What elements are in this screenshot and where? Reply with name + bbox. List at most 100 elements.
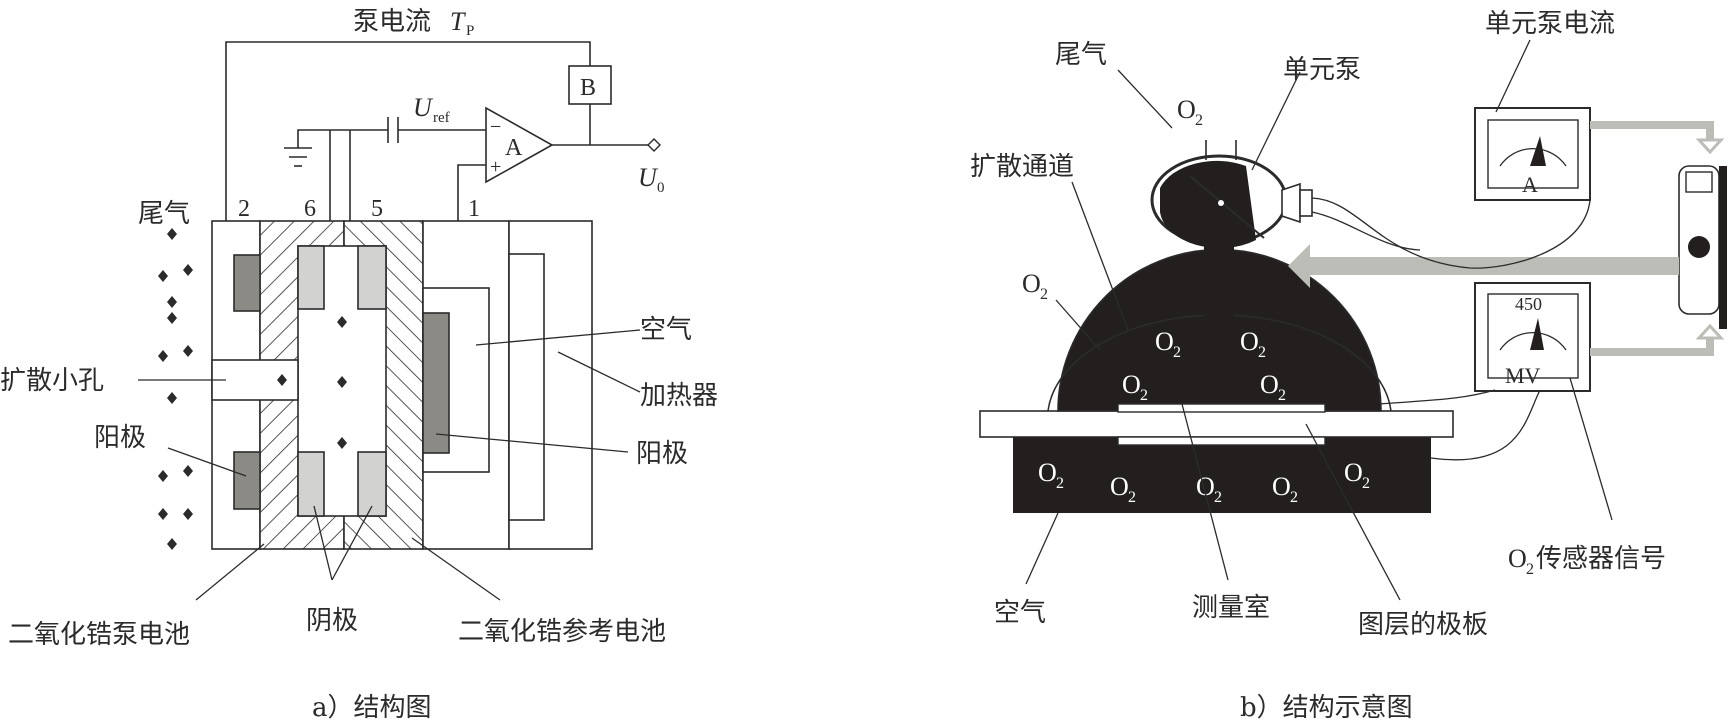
op-amp-plus: + xyxy=(490,156,501,178)
svg-text:2: 2 xyxy=(1258,344,1266,361)
cathode-top-left xyxy=(297,245,325,310)
control-unit-cap xyxy=(1685,171,1713,193)
reference-anode xyxy=(422,312,450,454)
wire-pump-meter-2 xyxy=(1311,211,1421,251)
measuring-chamber-label: 测量室 xyxy=(1192,593,1270,623)
leader-exhaust xyxy=(1117,69,1173,129)
leader-measuring-chamber xyxy=(1181,403,1229,581)
leader-anode-right xyxy=(435,433,629,453)
uref-wire-left xyxy=(297,129,388,148)
anode-right-label: 阳极 xyxy=(636,439,688,469)
leader-unit-pump xyxy=(1251,71,1301,171)
svg-text:2: 2 xyxy=(1140,387,1148,404)
o2-exhaust-sub: 2 xyxy=(1195,112,1203,129)
uref-symbol: U xyxy=(413,93,434,122)
heater-element xyxy=(508,253,545,521)
exhaust-inlet-tube xyxy=(1205,140,1237,160)
op-amp-a xyxy=(485,106,554,184)
caption-b: b）结构示意图 xyxy=(1240,693,1413,723)
svg-text:O: O xyxy=(1272,472,1291,501)
svg-text:2: 2 xyxy=(1290,489,1298,506)
op-amp-label: A xyxy=(505,135,523,161)
current-meter-unit: A xyxy=(1522,172,1538,197)
voltage-meter-face xyxy=(1487,293,1579,379)
current-meter-needle xyxy=(1530,136,1546,166)
leader-o2-outer xyxy=(1055,299,1101,351)
structure-diagram: 泵电流 T P B A − + U 0 U ref 尾气 2 6 5 xyxy=(0,7,718,723)
feedback-arrow-shaft xyxy=(1310,257,1679,275)
box-b-label: B xyxy=(580,75,596,101)
svg-text:2: 2 xyxy=(1214,489,1222,506)
terminal-2-label: 2 xyxy=(238,196,250,222)
wire-pump-meter xyxy=(1311,197,1591,269)
diffusion-stem xyxy=(1204,236,1234,316)
caption-a: a）结构图 xyxy=(312,693,432,723)
o2-exhaust: O xyxy=(1177,95,1196,124)
arrow-head-bottom xyxy=(1695,323,1725,340)
pump-cell-label: 二氧化锆泵电池 xyxy=(8,620,190,650)
exhaust-particles xyxy=(158,228,193,550)
sensor-signal-o: O xyxy=(1508,544,1527,573)
svg-text:O: O xyxy=(1240,327,1259,356)
voltage-meter-needle xyxy=(1530,318,1544,350)
pump-current-subscript: P xyxy=(466,23,474,39)
leader-air-right xyxy=(1025,512,1059,585)
pump-anode-top xyxy=(233,254,261,312)
cathode-top-right xyxy=(357,245,387,310)
o2-outer: O xyxy=(1022,269,1041,298)
arrow-current-to-controller xyxy=(1590,121,1714,140)
leader-plate xyxy=(1305,423,1401,601)
leader-sensor-signal xyxy=(1569,377,1613,521)
anode-left-label: 阳极 xyxy=(94,423,146,453)
air-label-left: 空气 xyxy=(640,315,692,345)
wire-dome-voltmeter xyxy=(1379,389,1496,405)
svg-text:O: O xyxy=(1038,458,1057,487)
current-meter-face xyxy=(1487,119,1579,189)
reference-cell-label: 二氧化锆参考电池 xyxy=(458,617,666,647)
leader-air xyxy=(475,329,641,346)
terminal-5-label: 5 xyxy=(371,196,383,222)
exhaust-label-right: 尾气 xyxy=(1055,40,1107,70)
ceramic-layer xyxy=(979,410,1454,438)
svg-text:O: O xyxy=(1122,370,1141,399)
air-block xyxy=(1013,437,1431,513)
cathode-bottom-right xyxy=(357,451,387,517)
sensor-body xyxy=(211,220,593,550)
plate-label: 图层的极板 xyxy=(1358,610,1488,640)
u0-subscript: 0 xyxy=(657,180,665,196)
pump-current-label: 泵电流 xyxy=(353,7,431,37)
diffusion-hole-label: 扩散小孔 xyxy=(0,366,104,396)
terminal-6-label: 6 xyxy=(304,196,316,222)
diffusion-channel-label: 扩散通道 xyxy=(970,152,1074,182)
arrow-head-top xyxy=(1695,138,1725,155)
pump-current-symbol: T xyxy=(450,7,466,36)
u0-symbol: U xyxy=(638,163,659,192)
leader-reference-cell xyxy=(411,537,501,601)
leader-pump-cell xyxy=(195,543,265,601)
unit-pump-current-label: 单元泵电流 xyxy=(1485,9,1615,39)
unit-pump-divider xyxy=(1189,175,1265,239)
pump-current-wire xyxy=(225,41,591,255)
wire-air-voltmeter xyxy=(1430,389,1541,461)
svg-text:O: O xyxy=(1155,327,1174,356)
voltage-meter-arc xyxy=(1499,332,1567,351)
arrow-voltage-to-controller xyxy=(1590,338,1714,356)
voltage-meter-scale: 450 xyxy=(1515,294,1542,314)
output-terminal xyxy=(647,138,661,152)
pump-anode-bottom xyxy=(233,451,261,510)
leader-heater xyxy=(557,351,641,393)
unit-pump-label: 单元泵 xyxy=(1283,55,1361,85)
feedback-arrow-head xyxy=(1288,244,1310,288)
o2-outer-sub: 2 xyxy=(1040,286,1048,303)
voltage-meter-unit: MV xyxy=(1505,363,1541,388)
electrode-plate-top xyxy=(1117,403,1326,413)
current-meter-arc xyxy=(1499,148,1567,167)
pump-connector xyxy=(1281,182,1301,224)
svg-text:O: O xyxy=(1344,458,1363,487)
uref-subscript: ref xyxy=(433,110,450,126)
cathode-bottom-left xyxy=(297,451,325,517)
leader-diffusion-channel xyxy=(1071,181,1129,331)
